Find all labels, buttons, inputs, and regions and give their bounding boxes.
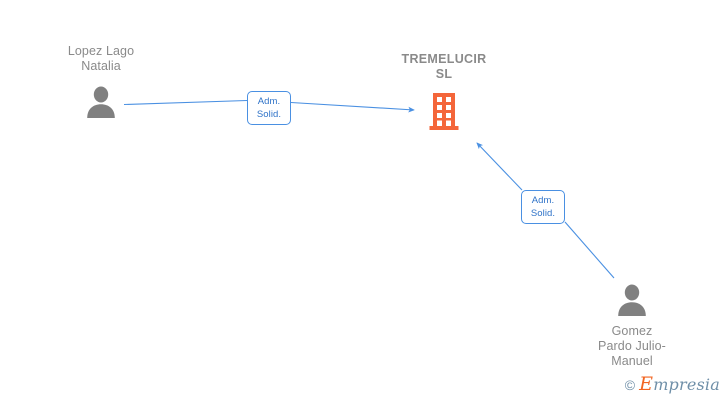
relation-label-line-1: Adm. <box>257 96 281 107</box>
edge-2-segment-lower <box>564 221 615 279</box>
building-icon <box>429 93 459 130</box>
relation-label-line-1: Adm. <box>531 195 555 206</box>
node-label-company: TREMELUCIR SL <box>401 52 487 81</box>
node-person-gomez-pardo-julio-manuel[interactable]: Gomez Pardo Julio- Manuel <box>572 282 692 369</box>
copyright-icon: © <box>624 376 636 393</box>
relation-label-adm-solid-2[interactable]: Adm. Solid. <box>521 190 565 224</box>
node-label-person-right: Gomez Pardo Julio- Manuel <box>598 324 666 368</box>
edge-2-segment-upper <box>476 142 523 191</box>
brand-initial: E <box>639 373 654 395</box>
person-icon <box>87 86 115 118</box>
relation-label-line-2: Solid. <box>256 109 282 120</box>
watermark-empresia: © Empresia <box>625 375 720 394</box>
person-icon <box>618 284 646 316</box>
node-label-person-left: Lopez Lago Natalia <box>67 44 135 73</box>
brand-rest: mpresia <box>653 375 720 394</box>
relation-label-adm-solid-1[interactable]: Adm. Solid. <box>247 91 291 125</box>
node-company-tremelucir-sl[interactable]: TREMELUCIR SL <box>384 52 504 131</box>
brand-name: Empresia <box>639 375 720 394</box>
node-person-lopez-lago-natalia[interactable]: Lopez Lago Natalia <box>41 44 161 118</box>
relation-label-line-2: Solid. <box>530 208 556 219</box>
